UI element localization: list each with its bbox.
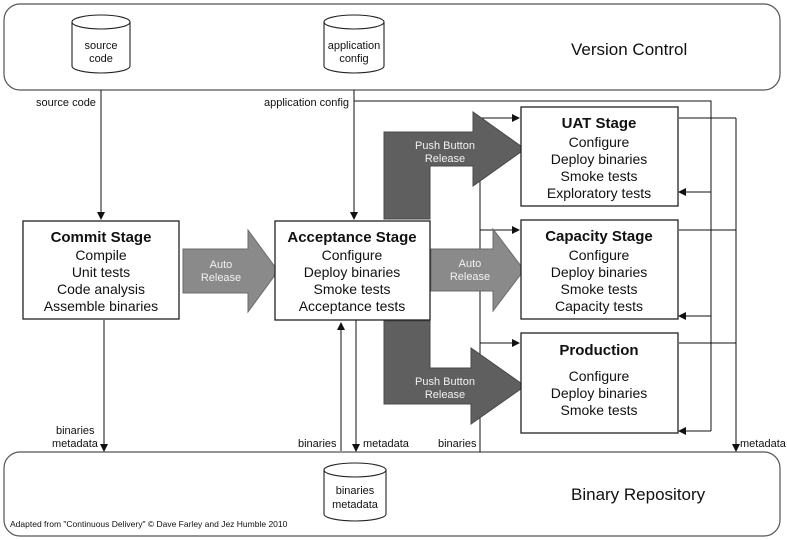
auto-release-2-line-1: Auto bbox=[459, 258, 482, 270]
commit-stage: Commit Stage Compile Unit tests Code ana… bbox=[22, 220, 180, 320]
commit-item-4: Assemble binaries bbox=[44, 298, 158, 314]
binary-repository-title: Binary Repository bbox=[571, 485, 706, 504]
acceptance-item-2: Deploy binaries bbox=[304, 264, 401, 280]
application-config-repo: application config bbox=[323, 14, 385, 74]
acceptance-metadata-label: metadata bbox=[363, 438, 410, 450]
acceptance-item-3: Smoke tests bbox=[313, 281, 390, 297]
version-control-band bbox=[3, 3, 781, 91]
auto-release-arrow-2: Auto Release bbox=[430, 227, 525, 313]
acceptance-item-4: Acceptance tests bbox=[299, 298, 406, 314]
push-release-production-line-2: Release bbox=[425, 389, 465, 401]
uat-item-4: Exploratory tests bbox=[547, 185, 651, 201]
production-item-3: Smoke tests bbox=[560, 402, 637, 418]
binary-store: binaries metadata bbox=[323, 462, 387, 522]
binary-store-label-2: metadata bbox=[332, 499, 379, 511]
capacity-stage-title: Capacity Stage bbox=[545, 228, 653, 245]
binary-store-label-1: binaries bbox=[336, 485, 375, 497]
push-release-production-line-1: Push Button bbox=[415, 376, 475, 388]
credit-text: Adapted from "Continuous Delivery" © Dav… bbox=[10, 519, 288, 529]
commit-metadata-label: metadata bbox=[52, 438, 99, 450]
push-button-release-arrow-uat: Push Button Release bbox=[383, 111, 526, 220]
source-code-repo: source code bbox=[71, 14, 131, 74]
commit-item-2: Unit tests bbox=[72, 264, 130, 280]
commit-binaries-label: binaries bbox=[56, 425, 95, 437]
application-config-repo-label-2: config bbox=[339, 53, 368, 65]
auto-release-2-line-2: Release bbox=[450, 271, 490, 283]
uat-item-1: Configure bbox=[569, 134, 630, 150]
application-config-repo-label-1: application bbox=[328, 40, 381, 52]
uat-item-3: Smoke tests bbox=[560, 168, 637, 184]
production-item-2: Deploy binaries bbox=[551, 385, 648, 401]
uat-stage-title: UAT Stage bbox=[562, 115, 637, 132]
stages-metadata-label: metadata bbox=[740, 438, 787, 450]
source-code-repo-label-2: code bbox=[89, 53, 113, 65]
push-button-release-arrow-production: Push Button Release bbox=[383, 320, 526, 425]
commit-item-3: Code analysis bbox=[57, 281, 145, 297]
production-stage: Production Configure Deploy binaries Smo… bbox=[520, 332, 679, 434]
source-code-flow-label: source code bbox=[36, 97, 96, 109]
capacity-stage: Capacity Stage Configure Deploy binaries… bbox=[520, 219, 679, 320]
production-item-1: Configure bbox=[569, 368, 630, 384]
auto-release-arrow-1: Auto Release bbox=[182, 228, 279, 314]
binary-repository-band bbox=[3, 451, 781, 537]
production-stage-title: Production bbox=[559, 342, 638, 359]
commit-stage-title: Commit Stage bbox=[51, 229, 152, 246]
acceptance-stage-title: Acceptance Stage bbox=[287, 229, 416, 246]
acceptance-item-1: Configure bbox=[322, 247, 383, 263]
acceptance-stage: Acceptance Stage Configure Deploy binari… bbox=[274, 220, 431, 321]
application-config-flow-label: application config bbox=[264, 97, 349, 109]
push-release-uat-line-1: Push Button bbox=[415, 140, 475, 152]
auto-release-1-line-2: Release bbox=[201, 272, 241, 284]
config-bus bbox=[354, 100, 712, 431]
capacity-item-2: Deploy binaries bbox=[551, 264, 648, 280]
uat-stage: UAT Stage Configure Deploy binaries Smok… bbox=[520, 106, 679, 207]
capacity-item-1: Configure bbox=[569, 247, 630, 263]
capacity-item-4: Capacity tests bbox=[555, 298, 643, 314]
push-release-uat-line-2: Release bbox=[425, 153, 465, 165]
acceptance-binaries-label: binaries bbox=[298, 438, 337, 450]
source-code-repo-label-1: source bbox=[84, 40, 117, 52]
capacity-item-3: Smoke tests bbox=[560, 281, 637, 297]
commit-item-1: Compile bbox=[75, 247, 127, 263]
auto-release-1-line-1: Auto bbox=[210, 259, 233, 271]
version-control-title: Version Control bbox=[571, 40, 687, 59]
stages-binaries-label: binaries bbox=[438, 438, 477, 450]
uat-item-2: Deploy binaries bbox=[551, 151, 648, 167]
